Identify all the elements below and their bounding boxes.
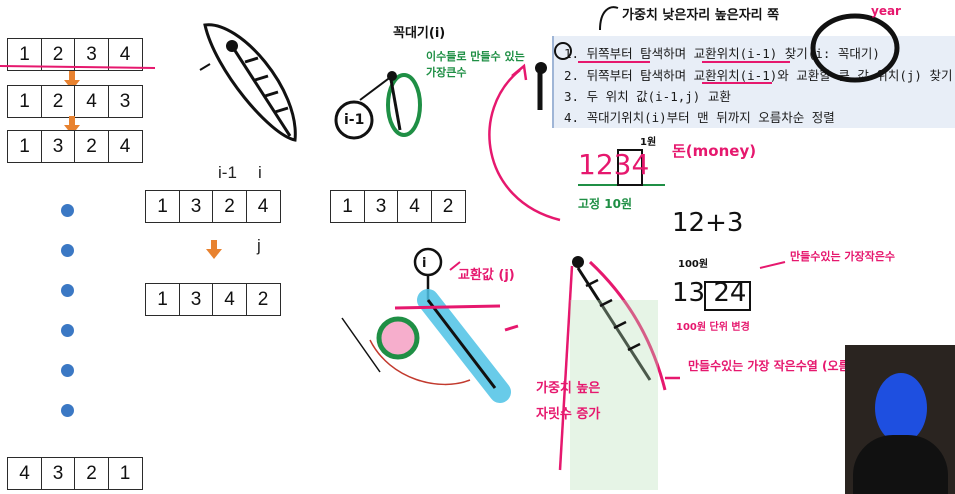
step-4: 4. 꼭대기위치(i)부터 맨 뒤까지 오름차순 정렬 (564, 110, 835, 125)
seq-cell: 2 (430, 190, 466, 223)
sequence-row: 1 3 4 2 (330, 190, 466, 223)
seq-cell: 2 (74, 130, 109, 163)
seq-cell: 2 (212, 190, 247, 223)
seq-cell: 4 (107, 130, 143, 163)
seq-cell: 2 (245, 283, 281, 316)
label-i: i (258, 163, 262, 182)
annotation-digits-1234: 1234 (578, 148, 650, 181)
annotation-green-make: 이수들로 만들수 있는 가장큰수 (426, 50, 525, 79)
label-j: j (257, 236, 261, 255)
sequence-row: 1 3 4 2 (145, 283, 281, 316)
annotation-exchange: 교환값 (j) (458, 268, 515, 283)
seq-cell: 1 (145, 190, 180, 223)
seq-cell: 2 (74, 457, 109, 490)
annotation-1won: 1원 (640, 137, 657, 148)
annotation-digits-13-24: 13 24 (672, 278, 747, 308)
seq-cell: 4 (74, 85, 109, 118)
label-i-minus-1: i-1 (218, 163, 237, 182)
annotation-year: year (871, 4, 901, 18)
person-body (853, 435, 948, 494)
step-3: 3. 두 위치 값(i-1,j) 교환 (564, 89, 731, 104)
annotation-i-minus-1: i-1 (344, 112, 365, 128)
ellipsis-dot (61, 324, 74, 337)
seq-cell: 3 (40, 457, 76, 490)
seq-cell: 4 (7, 457, 42, 490)
ellipsis-dot (61, 284, 74, 297)
sequence-row: 1 3 2 4 (7, 130, 143, 163)
sequence-row: 1 2 4 3 (7, 85, 143, 118)
annotation-peak: 꼭대기(i) (393, 26, 446, 41)
annotation-weight: 가중치 낮은자리 높은자리 쪽 (622, 8, 780, 23)
annotation-i: i (422, 256, 427, 271)
ellipsis-dot (61, 204, 74, 217)
seq-cell: 3 (363, 190, 399, 223)
sequence-row: 1 3 2 4 (145, 190, 281, 223)
annotation-bottom-right: 만들수있는 가장 작은수열 (오름차순) (688, 359, 878, 373)
annotation-100won-change: 100원 단위 변경 (676, 322, 750, 333)
seq-cell: 1 (330, 190, 365, 223)
face-blur (875, 373, 927, 443)
seq-cell: 4 (107, 38, 143, 71)
seq-cell: 3 (107, 85, 143, 118)
seq-cell: 2 (40, 85, 76, 118)
annotation-digits-12-3: 12+3 (672, 208, 744, 238)
seq-cell: 4 (245, 190, 281, 223)
seq-cell: 1 (107, 457, 143, 490)
annotation-fixed: 고정 10원 (578, 197, 632, 211)
annotation-money: 돈(money) (672, 142, 757, 160)
seq-cell: 1 (145, 283, 180, 316)
sequence-row: 1 2 3 4 (7, 38, 143, 71)
ellipsis-dot (61, 244, 74, 257)
ellipsis-dot (61, 364, 74, 377)
webcam-overlay (845, 345, 955, 494)
step-1: 1. 뒤쪽부터 탐색하며 교환위치(i-1) 찾기(i: 꼭대기) (564, 46, 880, 61)
ellipsis-dot (61, 404, 74, 417)
algorithm-steps-panel: 1. 뒤쪽부터 탐색하며 교환위치(i-1) 찾기(i: 꼭대기) 2. 뒤쪽부… (552, 36, 955, 128)
annotation-smallest: 만들수있는 가장작은수 (790, 250, 896, 263)
annotation-100won: 100원 (678, 259, 709, 270)
annotation-weight-high: 가중치 높은 자릿수 증가 (536, 381, 601, 422)
seq-cell: 1 (7, 130, 42, 163)
seq-cell: 2 (40, 38, 76, 71)
sequence-row: 4 3 2 1 (7, 457, 143, 490)
